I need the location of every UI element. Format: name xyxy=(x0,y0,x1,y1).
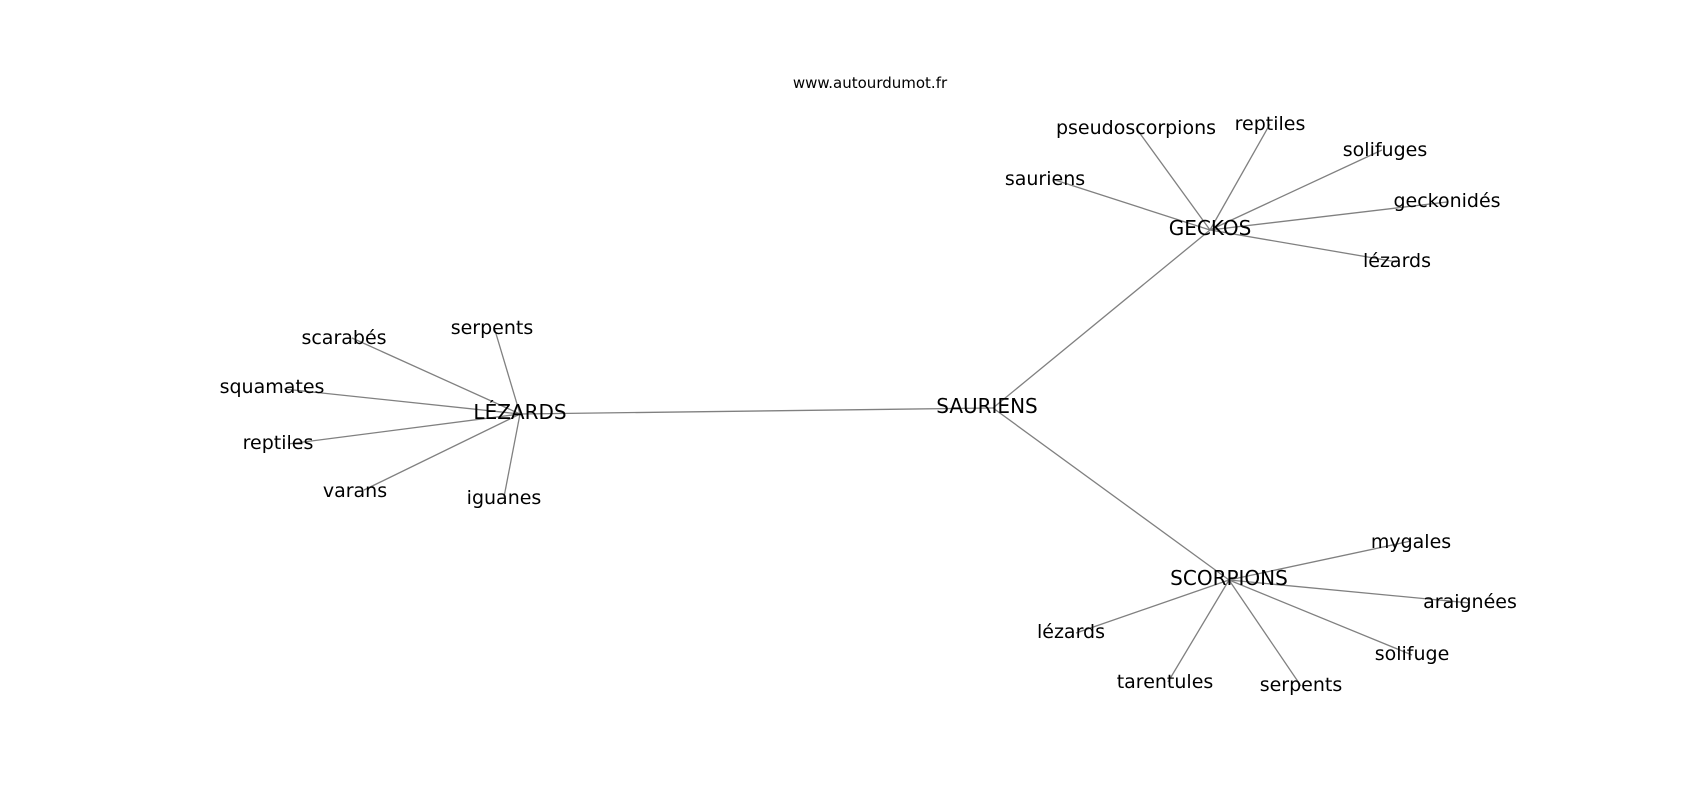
node-center[interactable]: SAURIENS xyxy=(936,394,1037,418)
node-araignees[interactable]: araignées xyxy=(1423,591,1517,613)
edge-scorpions-tarentules xyxy=(1167,579,1230,683)
edge-geckos-lezards xyxy=(1209,229,1398,263)
edge-center-scorpions xyxy=(992,407,1230,581)
node-hub-scorpions[interactable]: SCORPIONS xyxy=(1170,566,1288,590)
node-pseudoscorpions[interactable]: pseudoscorpions xyxy=(1056,117,1216,139)
node-geckonides[interactable]: geckonidés xyxy=(1393,190,1500,212)
node-hub-geckos[interactable]: GECKOS xyxy=(1169,216,1252,240)
node-squamates[interactable]: squamates xyxy=(220,376,325,398)
node-hub-lezards[interactable]: LÉZARDS xyxy=(473,400,566,424)
node-reptiles[interactable]: reptiles xyxy=(1235,113,1306,135)
edge-geckos-geckonides xyxy=(1209,201,1448,231)
graph-edges xyxy=(283,123,1471,687)
edge-center-geckos xyxy=(992,229,1211,409)
edge-lezards-scarabes xyxy=(351,337,521,415)
edge-geckos-pseudoscorpions xyxy=(1135,127,1211,231)
edge-lezards-reptiles xyxy=(287,413,521,445)
edge-scorpions-serpents xyxy=(1228,579,1302,687)
edge-scorpions-solifuge xyxy=(1228,579,1413,656)
edge-geckos-sauriens xyxy=(1054,179,1211,231)
node-mygales[interactable]: mygales xyxy=(1371,531,1451,553)
site-url: www.autourdumot.fr xyxy=(793,74,948,92)
edge-scorpions-mygales xyxy=(1228,540,1412,581)
node-sauriens[interactable]: sauriens xyxy=(1005,168,1085,190)
node-scarabes[interactable]: scarabés xyxy=(301,327,386,349)
node-tarentules[interactable]: tarentules xyxy=(1117,671,1214,693)
edge-lezards-serpents xyxy=(493,326,521,415)
edge-geckos-reptiles xyxy=(1209,123,1271,231)
node-serpents[interactable]: serpents xyxy=(1260,674,1343,696)
edge-scorpions-araignees xyxy=(1228,579,1471,604)
edge-lezards-varans xyxy=(363,413,521,491)
edge-center-lezards xyxy=(519,407,994,415)
node-serpents[interactable]: serpents xyxy=(451,317,534,339)
node-varans[interactable]: varans xyxy=(323,480,387,502)
node-solifuge[interactable]: solifuge xyxy=(1375,643,1450,665)
graph-labels: www.autourdumot.fr SAURIENS LÉZARDS GECK… xyxy=(220,74,1517,696)
node-solifuges[interactable]: solifuges xyxy=(1343,139,1427,161)
edge-geckos-solifuges xyxy=(1209,149,1383,231)
node-lezards[interactable]: lézards xyxy=(1363,250,1431,272)
node-reptiles[interactable]: reptiles xyxy=(243,432,314,454)
edge-lezards-iguanes xyxy=(503,413,521,498)
node-iguanes[interactable]: iguanes xyxy=(467,487,542,509)
edge-scorpions-lezards xyxy=(1075,579,1230,634)
edge-lezards-squamates xyxy=(283,388,521,415)
node-lezards[interactable]: lézards xyxy=(1037,621,1105,643)
